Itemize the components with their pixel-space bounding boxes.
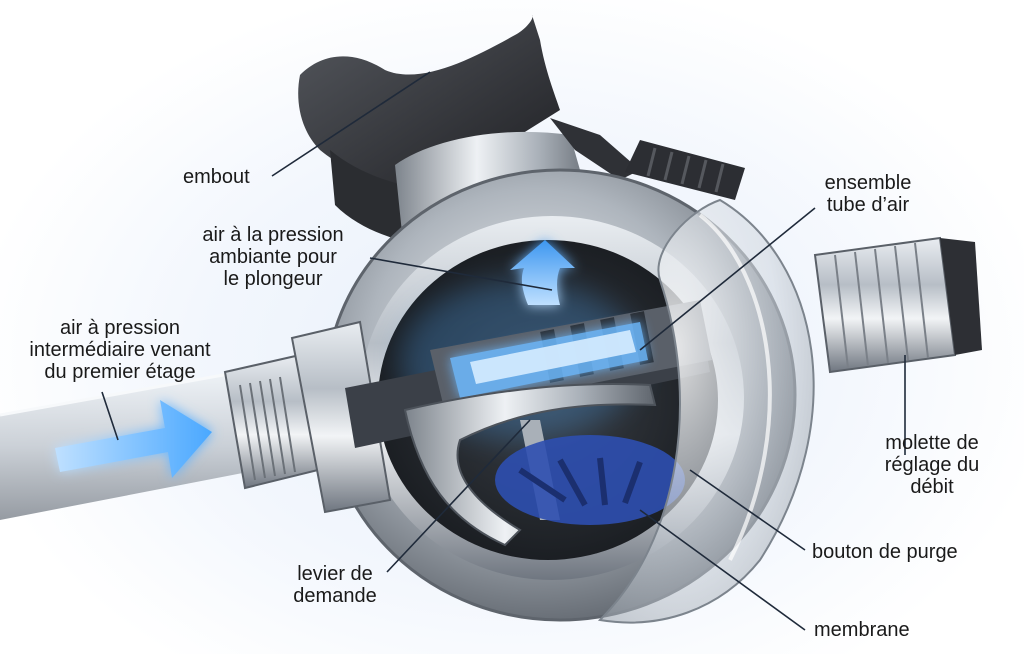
- leader-purge: [689, 469, 806, 551]
- label-air-tube-line2: tube d’air: [826, 194, 910, 216]
- label-embout-text: embout: [183, 166, 250, 188]
- label-intermediate-air-line3: du premier étage: [44, 361, 196, 383]
- leader-demand-lever: [386, 419, 531, 573]
- label-flow-knob-line3: débit: [910, 476, 954, 498]
- label-flow-knob-line1: molette de: [885, 432, 979, 454]
- label-intermediate-air-line1: air à pression: [59, 317, 181, 339]
- label-purge-button-text: bouton de purge: [812, 541, 958, 563]
- label-flow-knob-line2: réglage du: [884, 454, 980, 476]
- leader-embout: [271, 71, 431, 177]
- label-ambient-air: air à la pression ambiante pour le plong…: [184, 224, 362, 290]
- label-demand-lever-line1: levier de: [297, 563, 373, 585]
- purge-cover-dome: [597, 198, 815, 624]
- label-demand-lever-line2: demande: [293, 585, 377, 607]
- arrow-right-icon: [55, 400, 212, 478]
- flow-adjust-knob: [813, 236, 982, 374]
- leader-ambient-air: [369, 257, 553, 291]
- label-ambient-air-line2: ambiante pour: [209, 246, 337, 268]
- leader-air-tube: [639, 207, 816, 351]
- label-intermediate-air-line2: intermédiaire venant: [29, 339, 211, 361]
- label-air-tube-line1: ensemble: [824, 172, 912, 194]
- label-intermediate-air: air à pression intermédiaire venant du p…: [12, 317, 228, 383]
- label-ambient-air-line1: air à la pression: [202, 224, 344, 246]
- membrane-disc: [495, 435, 685, 525]
- label-membrane-text: membrane: [814, 619, 910, 641]
- leader-membrane: [639, 509, 806, 631]
- label-flow-knob: molette de réglage du débit: [862, 432, 1002, 498]
- inlet-fitting: [223, 320, 392, 514]
- label-ambient-air-line3: le plongeur: [223, 268, 323, 290]
- label-embout: embout: [183, 166, 250, 188]
- leader-lines: [101, 71, 906, 631]
- label-demand-lever: levier de demande: [280, 563, 390, 607]
- label-purge-button: bouton de purge: [812, 541, 958, 563]
- leader-intermediate-air: [101, 391, 119, 441]
- label-membrane: membrane: [814, 619, 910, 641]
- curved-arrow-up-icon: [510, 240, 575, 305]
- label-air-tube: ensemble tube d’air: [808, 172, 928, 216]
